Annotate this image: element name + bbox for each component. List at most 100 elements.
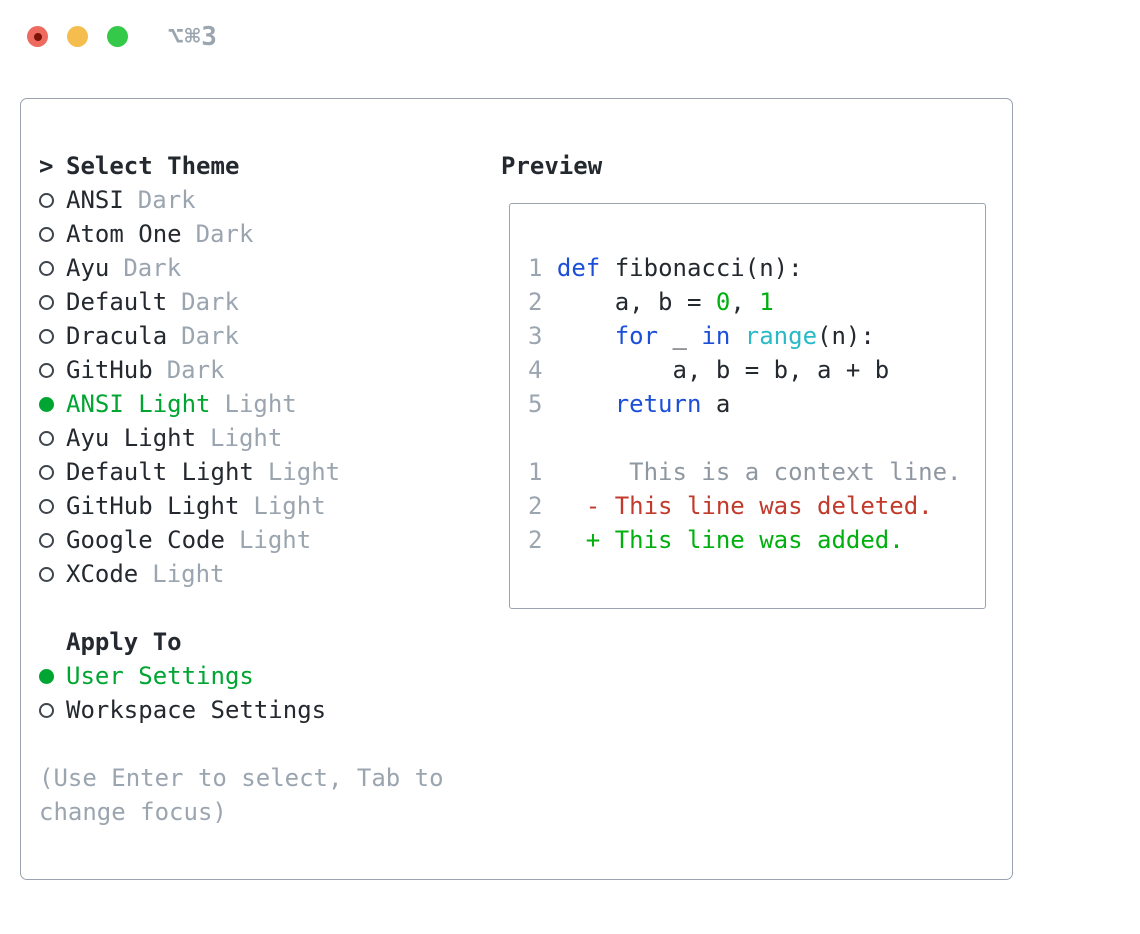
code-segment-deleted: - This line was deleted. — [556, 492, 933, 520]
theme-variant-label: Light — [238, 526, 312, 554]
code-segment-text: _ — [658, 322, 702, 350]
prompt-icon: > — [39, 152, 54, 180]
radio-unselected-icon — [39, 702, 54, 718]
code-segment-lineno: 3 — [528, 322, 557, 350]
radio-unselected-icon — [39, 192, 54, 208]
code-segment-lineno: 1 — [528, 458, 557, 486]
radio-cell — [39, 532, 66, 548]
code-segment-context: This is a context line. — [556, 458, 962, 486]
code-segment-number: 1 — [759, 288, 774, 316]
radio-cell — [39, 702, 66, 718]
theme-option-dracula[interactable]: Dracula Dark — [39, 319, 463, 353]
code-segment-lineno: 5 — [528, 390, 557, 418]
code-line: 1 This is a context line. — [528, 455, 985, 489]
code-line: 1 def fibonacci(n): — [528, 251, 985, 285]
code-line — [528, 421, 985, 455]
radio-cell — [39, 566, 66, 582]
radio-cell — [39, 362, 66, 378]
code-segment-lineno: 2 — [528, 288, 557, 316]
radio-cell — [39, 464, 66, 480]
radio-cell — [39, 260, 66, 276]
zoom-button-icon[interactable] — [107, 26, 128, 47]
option-label: Ayu — [66, 254, 110, 282]
radio-cell — [39, 294, 66, 310]
theme-variant-label: Light — [224, 390, 297, 418]
option-label: XCode — [66, 560, 139, 588]
option-label: Ayu Light — [66, 424, 197, 452]
select-theme-title: Select Theme — [66, 152, 240, 180]
theme-variant-label: Light — [210, 424, 283, 452]
radio-selected-icon — [39, 668, 54, 684]
radio-unselected-icon — [39, 362, 54, 378]
theme-option-ayu[interactable]: Ayu Dark — [39, 251, 463, 285]
code-segment-keyword: for — [614, 322, 659, 350]
theme-variant-label: Dark — [181, 288, 239, 316]
radio-selected-icon — [39, 396, 54, 412]
code-line: 2 - This line was deleted. — [528, 489, 985, 523]
code-segment-text: a, b = b, a + b — [556, 356, 890, 384]
code-segment-lineno: 2 — [528, 492, 557, 520]
radio-unselected-icon — [39, 566, 54, 582]
theme-option-default[interactable]: Default Dark — [39, 285, 463, 319]
theme-option-ayu-light[interactable]: Ayu Light Light — [39, 421, 463, 455]
usage-hint: (Use Enter to select, Tab to change focu… — [39, 764, 444, 826]
radio-cell — [39, 430, 66, 446]
theme-option-default-light[interactable]: Default Light Light — [39, 455, 463, 489]
radio-cell — [39, 396, 66, 412]
minimize-button-icon[interactable] — [67, 26, 88, 47]
code-line: 4 a, b = b, a + b — [528, 353, 985, 387]
preview-title: Preview — [501, 152, 603, 180]
option-label: User Settings — [66, 662, 254, 690]
select-theme-header: > Select Theme — [39, 149, 463, 183]
theme-option-ansi-light[interactable]: ANSI Light Light — [39, 387, 463, 421]
code-segment-text: fibonacci(n): — [600, 254, 803, 282]
radio-unselected-icon — [39, 532, 54, 548]
code-segment-text — [557, 390, 615, 418]
code-segment-text: (n): — [817, 322, 875, 350]
code-segment-added: + This line was added. — [556, 526, 904, 554]
radio-unselected-icon — [39, 226, 54, 242]
code-segment-keyword: return — [614, 390, 702, 418]
option-label: Default — [66, 288, 168, 316]
option-label: ANSI Light — [66, 390, 211, 418]
code-line: 2 a, b = 0, 1 — [528, 285, 985, 319]
theme-variant-label: Dark — [181, 322, 239, 350]
code-segment-builtin: range — [744, 322, 818, 350]
radio-cell — [39, 328, 66, 344]
close-button-icon[interactable] — [27, 26, 48, 47]
theme-variant-label: Dark — [166, 356, 225, 384]
theme-variant-label: Dark — [123, 254, 182, 282]
radio-cell — [39, 192, 66, 208]
code-segment-lineno: 2 — [528, 526, 557, 554]
theme-option-atom-one[interactable]: Atom One Dark — [39, 217, 463, 251]
theme-variant-label: Dark — [195, 220, 254, 248]
code-line: 3 for _ in range(n): — [528, 319, 985, 353]
option-label: Atom One — [66, 220, 182, 248]
apply-option-user-settings[interactable]: User Settings — [39, 659, 463, 693]
code-segment-text: a, b = — [556, 288, 716, 316]
theme-variant-label: Light — [267, 458, 341, 486]
code-segment-keyword: in — [701, 322, 731, 350]
option-label: Dracula — [66, 322, 168, 350]
radio-unselected-icon — [39, 328, 54, 344]
spacer — [39, 591, 463, 625]
option-label: Workspace Settings — [66, 696, 327, 724]
radio-unselected-icon — [39, 260, 54, 276]
radio-cell — [39, 226, 66, 242]
code-segment-keyword: def — [556, 254, 601, 282]
apply-option-workspace-settings[interactable]: Workspace Settings — [39, 693, 463, 727]
radio-unselected-icon — [39, 294, 54, 310]
radio-unselected-icon — [39, 430, 54, 446]
apply-to-title: Apply To — [66, 628, 182, 656]
option-label: Default Light — [66, 458, 254, 486]
code-segment-number: 0 — [715, 288, 731, 316]
